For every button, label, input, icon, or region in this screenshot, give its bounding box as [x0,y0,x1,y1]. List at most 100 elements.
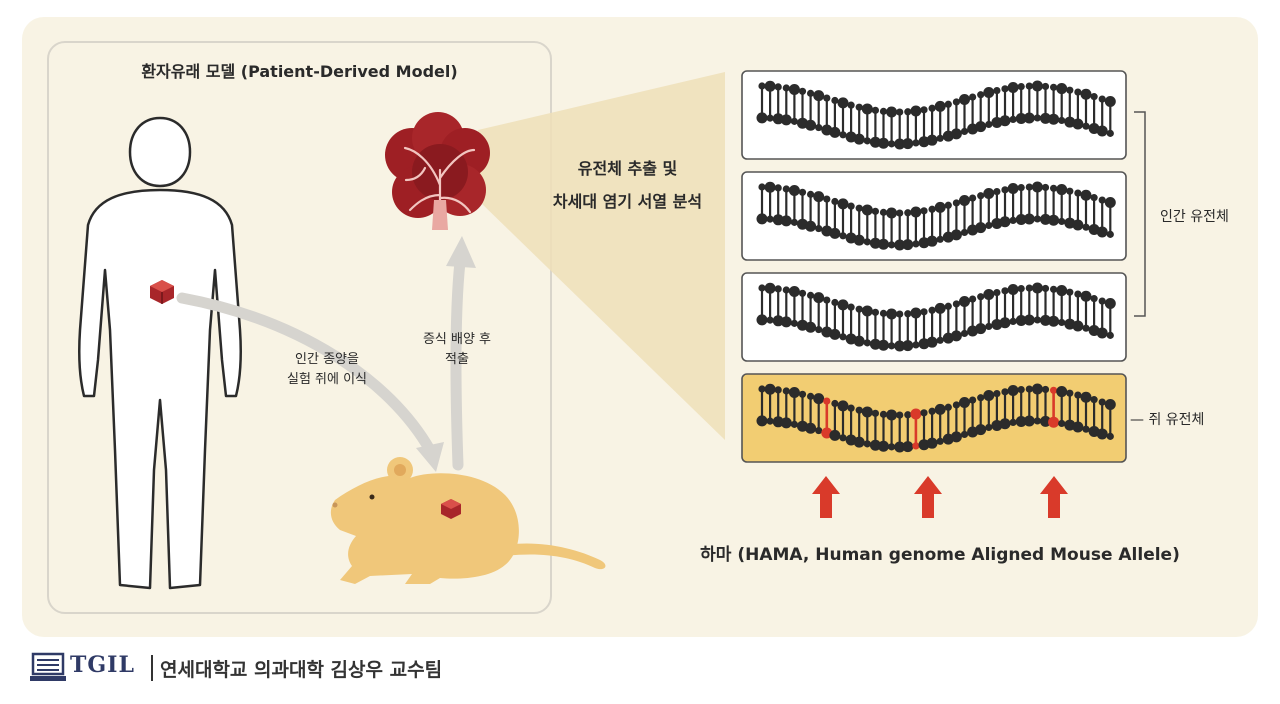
dna-node [863,339,871,347]
dna-node [878,238,889,250]
dna-node [888,140,896,148]
dna-node [772,214,784,226]
dna-node [944,100,952,108]
dna-node [1023,112,1035,124]
dna-node [807,89,815,97]
dna-node [910,408,922,420]
dna-node [766,417,774,425]
dna-node [952,300,961,308]
dna-node [829,227,841,239]
dna-node [1096,226,1108,238]
dna-node [855,204,863,212]
dna-node [985,120,993,129]
dna-node [790,117,799,125]
dna-node [975,424,987,436]
dna-node [831,298,839,307]
dna-node [805,220,817,232]
dna-node [888,342,896,350]
dna-node [764,282,776,294]
dna-node [837,97,849,109]
dna-node [1074,290,1082,298]
dna-node [936,235,944,243]
dna-node [837,198,849,210]
dna-node [1015,314,1027,326]
dna-node [1033,215,1041,223]
dna-node [847,202,855,210]
dna-node [788,285,800,297]
dna-node [960,430,969,439]
transplant-label-line2: 실험 쥐에 이식 [286,372,368,387]
dna-node [993,389,1001,398]
dna-node [879,208,888,216]
dna-node [886,207,898,219]
dna-node [1106,129,1114,137]
dna-node [764,80,776,92]
dna-node [1098,95,1106,103]
dna-node [764,383,776,395]
dna-node [839,434,847,442]
dna-node [1041,385,1050,394]
dna-node [1033,417,1041,425]
extracted-tumor-icon [385,112,490,230]
dna-node [871,207,880,215]
dna-node [1104,297,1116,309]
dna-node [1050,184,1058,192]
dna-node [1058,318,1066,327]
dna-node [1056,83,1068,95]
dna-node [960,329,969,338]
dna-node [756,314,768,326]
dna-node [1033,114,1041,122]
dna-node [782,84,790,92]
dna-node [1056,184,1068,196]
dna-node [805,119,817,131]
dna-node [798,390,807,398]
dna-node [926,134,938,146]
dna-node [1066,187,1074,195]
dna-node [1104,95,1116,107]
dna-node [1106,432,1114,440]
dna-node [829,126,841,138]
dna-node [936,437,944,445]
dna-node [902,441,914,453]
dna-node [920,308,928,316]
dna-node [1031,80,1043,92]
dna-node [999,216,1011,228]
dna-node [1098,196,1106,204]
dna-node [1106,230,1114,238]
dna-node [1072,421,1084,433]
dna-node [902,340,914,352]
dna-node [959,94,970,106]
dna-node [1009,317,1017,326]
dna-node [1072,219,1084,231]
dna-node [902,138,914,150]
dna-node [1066,389,1074,397]
dna-node [766,114,774,122]
dna-node [764,181,776,193]
dna-node [790,319,799,327]
dna-node [853,133,865,145]
dna-node [910,307,922,319]
dna-node [896,108,904,116]
dna-node [879,107,888,115]
dna-node [1048,214,1060,226]
dna-node [772,315,784,327]
dna-node [774,83,782,91]
dna-node [1056,285,1068,297]
dna-node [1015,213,1027,225]
mismatch-arrow-1 [812,476,840,518]
dna-node [879,309,888,317]
dna-node [920,207,928,215]
human-genome-box-1 [741,70,1127,160]
dna-node [871,308,880,316]
dna-node [1017,183,1025,192]
dna-node [1072,118,1084,130]
dna-node [869,439,881,451]
dna-node [1104,398,1116,410]
dna-node [993,288,1001,297]
dna-node [1025,385,1033,393]
dna-node [1058,419,1066,428]
dna-node [894,239,906,251]
dna-node [928,205,936,213]
dna-node [910,206,922,218]
